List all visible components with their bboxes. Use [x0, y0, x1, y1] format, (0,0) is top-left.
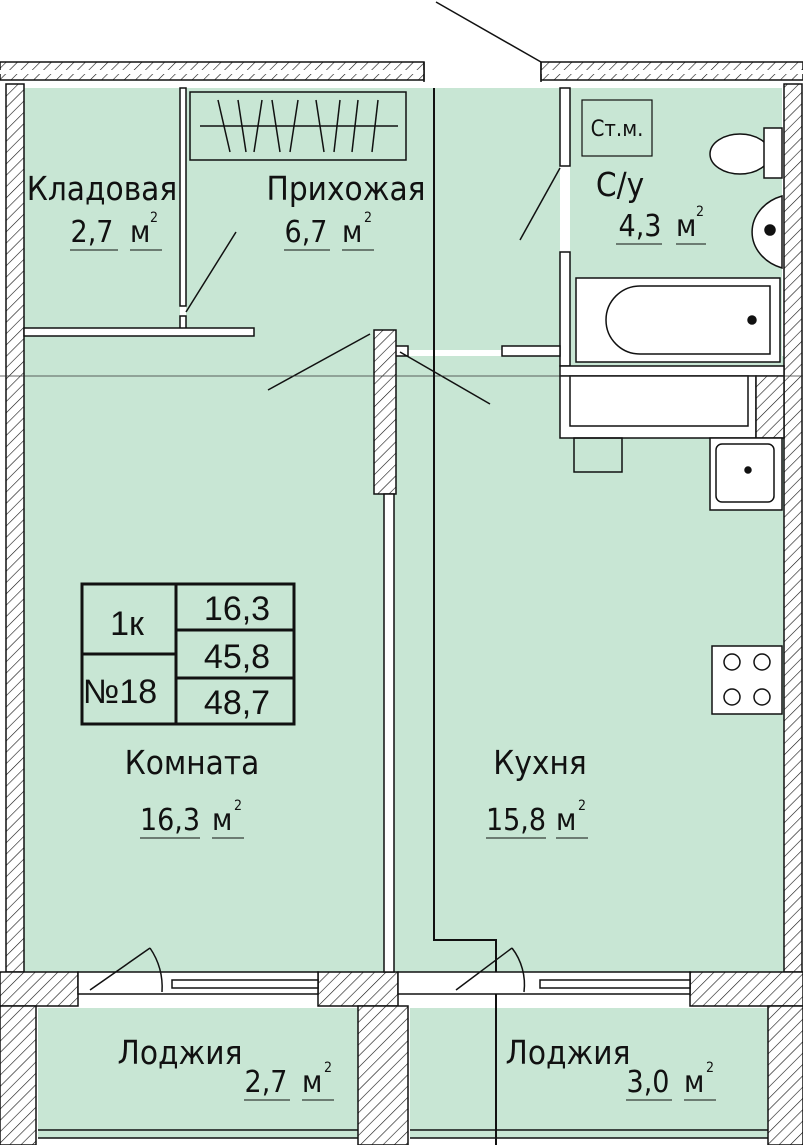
room-unit-sup-kitchen: 2: [578, 798, 586, 814]
room-name-loggia2: Лоджия: [506, 1033, 631, 1072]
loggia2-floor: [410, 1008, 768, 1138]
room-labels: Кладовая 2,7 м 2 Прихожая 6,7 м 2 С/у 4,…: [27, 165, 716, 1101]
info-total-area: 45,8: [204, 638, 270, 676]
hall-floor: [186, 88, 560, 350]
loggia1-floor: [38, 1008, 358, 1138]
room-unit-bath: м: [676, 209, 696, 244]
room-unit-hall: м: [342, 215, 362, 250]
room-unit-storage: м: [130, 215, 150, 250]
room-area-storage: 2,7: [71, 215, 114, 250]
info-living-area: 16,3: [204, 590, 270, 628]
room-unit-loggia2: м: [684, 1065, 704, 1100]
stove-icon: [711, 645, 783, 715]
room-unit-sup-bath: 2: [696, 204, 704, 220]
entrance-door: [423, 1, 542, 82]
storage-floor: [24, 88, 180, 328]
room-name-hall: Прихожая: [267, 169, 426, 208]
sink-icon: [751, 194, 783, 270]
room-unit-kitchen: м: [556, 803, 576, 838]
room-fills: [24, 88, 784, 1138]
room-unit-sup-storage: 2: [150, 210, 158, 226]
washer-label: Ст.м.: [591, 117, 644, 142]
info-total-with-loggia: 48,7: [204, 684, 270, 722]
info-rooms: 1к: [110, 605, 145, 643]
room-unit-sup-loggia2: 2: [706, 1060, 714, 1076]
room-name-storage: Кладовая: [27, 169, 177, 208]
interior-doors: [185, 167, 623, 473]
room-area-kitchen: 15,8: [486, 803, 546, 838]
room-area-loggia1: 2,7: [245, 1065, 288, 1100]
wardrobe: [189, 91, 407, 161]
zone-line: [433, 88, 497, 1145]
washer-box: [581, 99, 653, 157]
room-area-loggia2: 3,0: [627, 1065, 670, 1100]
balcony-doors: [77, 947, 691, 995]
info-number: №18: [83, 673, 157, 711]
room-unit-loggia1: м: [302, 1065, 322, 1100]
room-area-hall: 6,7: [285, 215, 328, 250]
room-name-bath: С/у: [596, 165, 644, 204]
apartment-info-table: [80, 582, 296, 726]
room-name-kitchen: Кухня: [493, 743, 586, 782]
room-area-living: 16,3: [140, 803, 200, 838]
kitchen-sink-icon: [709, 437, 783, 511]
interior-walls: [23, 87, 785, 973]
room-area-bath: 4,3: [619, 209, 662, 244]
room-name-living: Комната: [125, 743, 260, 782]
toilet-icon: [709, 127, 783, 179]
room-unit-sup-living: 2: [234, 798, 242, 814]
room-unit-sup-loggia1: 2: [324, 1060, 332, 1076]
room-unit-sup-hall: 2: [364, 210, 372, 226]
room-name-loggia1: Лоджия: [118, 1033, 243, 1072]
bathtub-icon: [575, 277, 781, 363]
room-unit-living: м: [212, 803, 232, 838]
